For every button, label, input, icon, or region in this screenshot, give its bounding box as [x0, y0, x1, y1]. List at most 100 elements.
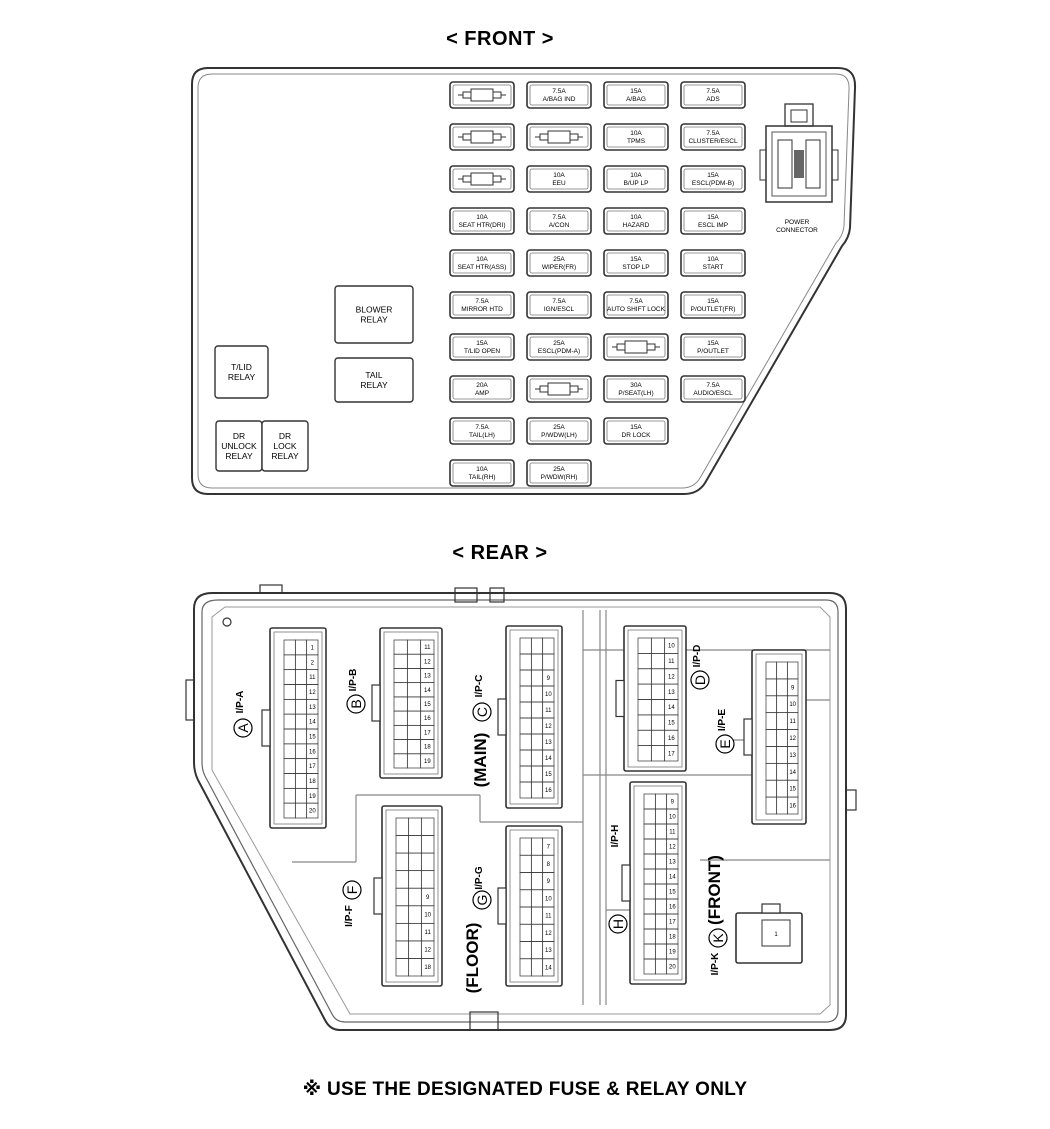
fuse-circuit-label: AUDIO/ESCL — [693, 390, 733, 397]
pin-number: 11 — [309, 675, 316, 681]
dr-unlock-relay-label: DR — [233, 431, 245, 441]
floor-label: (FLOOR) — [463, 923, 482, 994]
pin-number: 16 — [668, 736, 675, 742]
connector-letter: H — [610, 919, 626, 929]
fuse-3-1[interactable]: 7.5AA/CON — [526, 207, 592, 235]
connector-label: I/P-A — [235, 691, 246, 714]
fuse-circuit-label: TAIL(RH) — [469, 474, 496, 481]
pin-number: 14 — [424, 688, 431, 694]
spare-fuse-7-1[interactable] — [526, 375, 592, 403]
fuse-circuit-label: MIRROR HTD — [461, 306, 503, 313]
pin-number: 16 — [545, 788, 552, 794]
pin-number: 13 — [545, 948, 552, 954]
connector-i/p-k[interactable]: 1 — [735, 903, 803, 964]
pin-number: 11 — [424, 645, 431, 651]
connector-label: I/P-F — [344, 905, 355, 927]
spare-fuse-1-1[interactable] — [526, 123, 592, 151]
pin-number: 9 — [791, 685, 795, 691]
blower-relay-label: RELAY — [360, 315, 388, 325]
fuse-amperage: 7.5A — [475, 424, 489, 431]
fuse-amperage: 30A — [630, 382, 642, 389]
fuse-circuit-label: P/OUTLET — [697, 348, 729, 355]
pin-number: 10 — [545, 896, 552, 902]
fuse-amperage: 25A — [553, 466, 565, 473]
pin-number: 11 — [668, 659, 675, 665]
front-panel-outline — [191, 67, 857, 495]
connector-tag-a: AI/P-A — [233, 691, 253, 738]
connector-tag-h: HI/P-H — [608, 825, 628, 934]
fuse-amperage: 7.5A — [552, 298, 566, 305]
connector-tag-g: GI/P-G — [472, 866, 492, 910]
connector-tag-b: BI/P-B — [346, 669, 366, 714]
fuse-circuit-label: ESCL IMP — [698, 222, 728, 229]
fuse-circuit-label: ESCL(PDM-A) — [538, 348, 580, 355]
pin-number: 19 — [309, 794, 316, 800]
fuse-circuit-label: AMP — [475, 390, 489, 397]
fuse-amperage: 10A — [707, 256, 719, 263]
pin-number: 14 — [789, 770, 796, 776]
rear-title: < REAR > — [452, 542, 548, 564]
pin-number: 9 — [547, 879, 551, 885]
pin-number: 20 — [309, 809, 316, 815]
pin-number: 18 — [424, 745, 431, 751]
connector-tag-f: F I/P-F — [342, 880, 362, 927]
spare-fuse-6-2[interactable] — [603, 333, 669, 361]
spare-fuse-2-0[interactable] — [449, 165, 515, 193]
fuse-0-1[interactable]: 7.5AA/BAG IND — [526, 81, 592, 109]
spare-fuse-0-0[interactable] — [449, 81, 515, 109]
fuse-circuit-label: STOP LP — [622, 264, 649, 271]
front-title: < FRONT > — [446, 28, 554, 50]
spare-fuse-1-0[interactable] — [449, 123, 515, 151]
fuse-circuit-label: P/SEAT(LH) — [618, 390, 653, 397]
pin-number: 12 — [545, 724, 552, 730]
fuse-amperage: 15A — [707, 340, 719, 347]
pin-number: 18 — [309, 779, 316, 785]
pin-number: 19 — [669, 950, 676, 956]
pin-number: 10 — [789, 702, 796, 708]
connector-letter: F — [344, 886, 360, 895]
